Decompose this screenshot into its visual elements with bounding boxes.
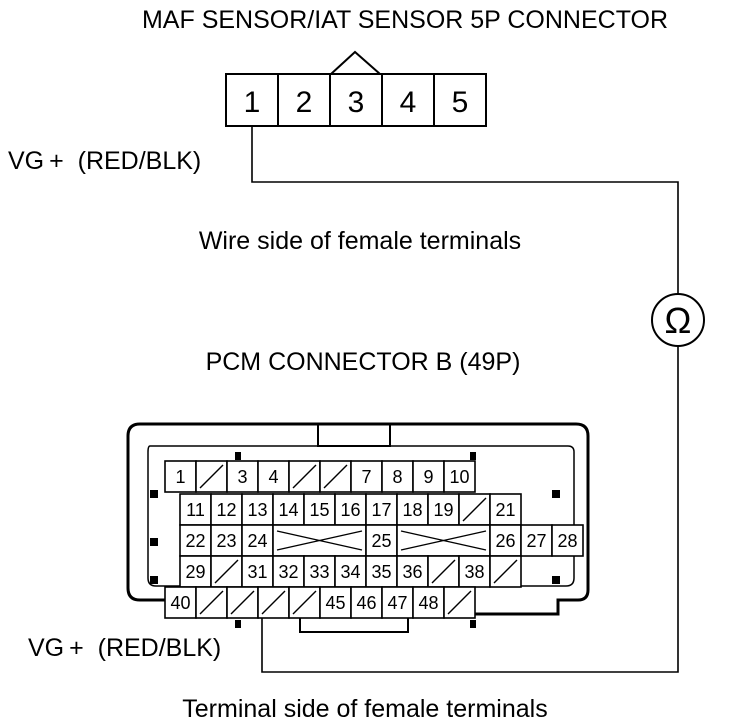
pcm-pin-label: 46 <box>356 593 376 613</box>
pcm-pin-label: 3 <box>237 467 247 487</box>
pcm-pin-label: 27 <box>526 531 546 551</box>
test-lead <box>251 126 679 294</box>
blank-cavity-mark <box>276 530 363 551</box>
maf-connector-title: MAF SENSOR/IAT SENSOR 5P CONNECTOR <box>142 6 668 34</box>
pcm-pin-label: 17 <box>371 500 391 520</box>
pcm-pin-cell <box>381 586 414 619</box>
blank-cavity-mark <box>462 497 487 522</box>
pcm-pin-cell <box>443 460 476 493</box>
maf-pin: 1 <box>244 86 261 119</box>
pcm-pin-label: 12 <box>216 500 236 520</box>
pcm-pin-cell <box>365 493 398 526</box>
blank-cavity-mark <box>214 559 239 584</box>
pcm-pin-cell <box>303 555 336 588</box>
pcm-pin-label: 7 <box>361 467 371 487</box>
maf-pin: 3 <box>348 86 365 119</box>
pcm-pin-label: 18 <box>402 500 422 520</box>
pcm-pin-label: 14 <box>278 500 298 520</box>
pcm-pin-label: 47 <box>387 593 407 613</box>
pcm-pin-label: 16 <box>340 500 360 520</box>
pcm-pin-label: 13 <box>247 500 267 520</box>
maf-pin: 5 <box>452 86 469 119</box>
pcm-pin-cell <box>226 460 259 493</box>
pcm-pin-label: 24 <box>247 531 267 551</box>
pcm-pin-label: 34 <box>340 562 360 582</box>
pcm-pin-cell <box>350 460 383 493</box>
blank-cavity-mark <box>400 530 487 551</box>
pcm-pin-label: 36 <box>402 562 422 582</box>
blank-cavity-mark <box>261 590 286 615</box>
pcm-wire-label: VG + (RED/BLK) <box>28 634 221 662</box>
pcm-pin-cell <box>551 524 584 557</box>
pcm-pin-cell <box>241 524 274 557</box>
ohmmeter-icon: Ω <box>651 293 705 347</box>
pcm-pin-label: 15 <box>309 500 329 520</box>
blank-cavity-mark <box>292 464 317 489</box>
pcm-pin-label: 45 <box>325 593 345 613</box>
pcm-pin-label: 40 <box>170 593 190 613</box>
pcm-pin-label: 31 <box>247 562 267 582</box>
test-lead <box>261 346 679 673</box>
blank-cavity-mark <box>230 590 255 615</box>
blank-cavity-mark <box>493 559 518 584</box>
pcm-pin-cell <box>319 586 352 619</box>
pcm-pin-label: 23 <box>216 531 236 551</box>
pcm-pin-label: 26 <box>495 531 515 551</box>
pcm-connector-title: PCM CONNECTOR B (49P) <box>206 348 521 376</box>
svg-text:Ω: Ω <box>665 300 692 341</box>
pcm-pin-cell <box>350 586 383 619</box>
pcm-pin-label: 10 <box>449 467 469 487</box>
pcm-pin-label: 8 <box>392 467 402 487</box>
maf-view-label: Wire side of female terminals <box>199 227 521 255</box>
blank-cavity-mark <box>292 590 317 615</box>
blank-cavity-mark <box>199 590 224 615</box>
blank-cavity-mark <box>323 464 348 489</box>
pcm-pin-label: 21 <box>495 500 515 520</box>
blank-cavity-mark <box>447 590 472 615</box>
pcm-pin-label: 1 <box>175 467 185 487</box>
pcm-pin-cell <box>164 586 197 619</box>
blank-cavity-mark <box>199 464 224 489</box>
pcm-pin-cell <box>257 460 290 493</box>
pcm-pin-label: 9 <box>423 467 433 487</box>
maf-wire-label: VG + (RED/BLK) <box>8 147 201 175</box>
pcm-pin-label: 35 <box>371 562 391 582</box>
pcm-pin-cell <box>412 586 445 619</box>
pcm-pin-label: 29 <box>185 562 205 582</box>
pcm-pin-label: 33 <box>309 562 329 582</box>
blank-cavity-mark <box>431 559 456 584</box>
pcm-pin-label: 32 <box>278 562 298 582</box>
pcm-pin-cell <box>412 460 445 493</box>
pcm-pin-label: 28 <box>557 531 577 551</box>
pcm-view-label: Terminal side of female terminals <box>182 695 547 723</box>
maf-pin: 4 <box>400 86 417 119</box>
pcm-pin-cell <box>489 493 522 526</box>
pcm-pin-label: 48 <box>418 593 438 613</box>
maf-pin: 2 <box>296 86 313 119</box>
pcm-pin-label: 22 <box>185 531 205 551</box>
pcm-pin-label: 11 <box>186 500 205 520</box>
maf-connector: 1 2 3 4 5 <box>225 50 487 127</box>
pcm-pin-label: 38 <box>464 562 484 582</box>
pcm-pin-label: 19 <box>433 500 453 520</box>
pcm-pin-label: 25 <box>371 531 391 551</box>
pcm-pin-label: 4 <box>268 467 278 487</box>
